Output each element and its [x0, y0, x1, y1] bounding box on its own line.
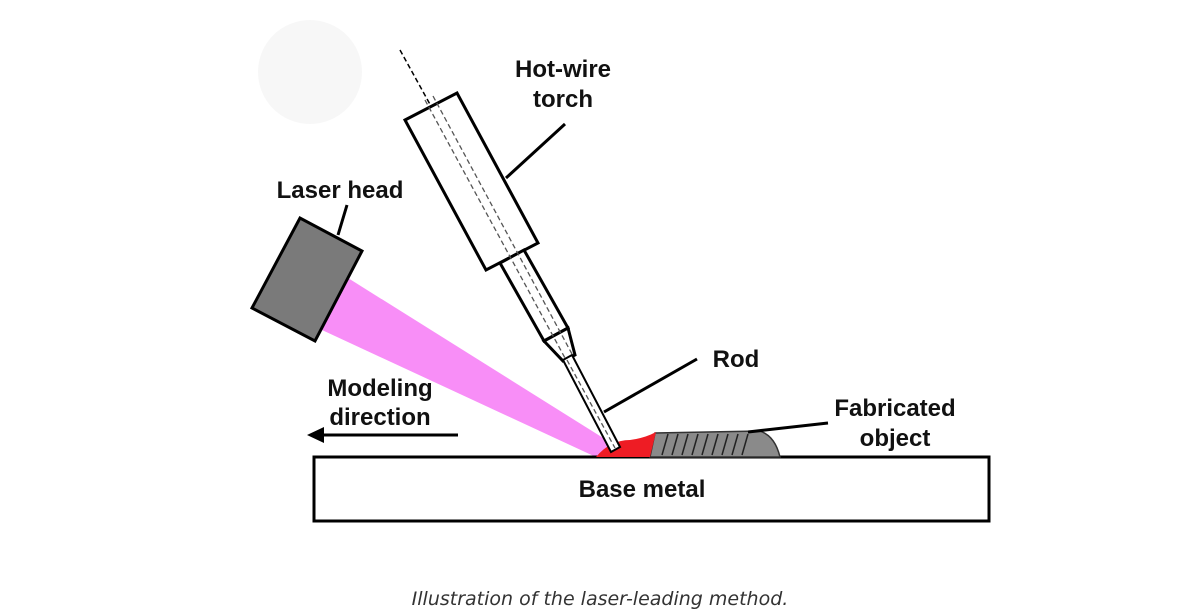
hot-wire-torch-body — [402, 90, 541, 273]
torch-neck — [497, 247, 571, 344]
laser-head — [249, 215, 365, 344]
label-direction: direction — [329, 404, 430, 431]
modeling-direction-arrow-icon — [307, 427, 324, 443]
label-modeling: Modeling — [327, 375, 432, 402]
bead-ripples — [661, 433, 749, 456]
label-rod: Rod — [713, 346, 760, 373]
laser-beam — [322, 278, 616, 458]
wire-dashed-lines — [424, 95, 616, 449]
label-laser-head: Laser head — [277, 177, 404, 204]
label-base-metal: Base metal — [579, 476, 706, 503]
label-hot-wire: Hot-wire — [515, 56, 611, 83]
wire-feed-line — [399, 49, 433, 109]
label-torch: torch — [533, 86, 593, 113]
base-metal — [312, 455, 991, 523]
leader-lines — [322, 122, 829, 437]
label-fabricated: Fabricated — [834, 395, 955, 422]
rod — [561, 353, 622, 454]
figure-caption: Illustration of the laser-leading method… — [411, 588, 789, 610]
faint-background-circle — [258, 20, 362, 124]
label-object: object — [860, 425, 931, 452]
